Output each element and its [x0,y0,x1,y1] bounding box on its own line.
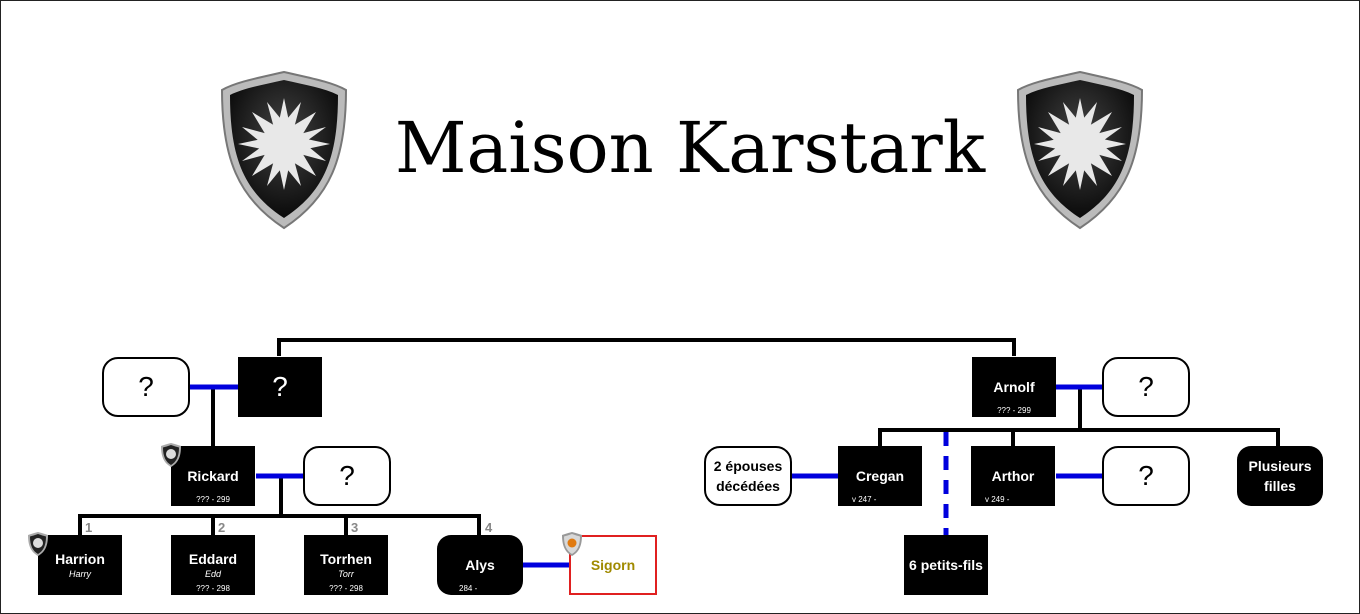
eddard-box[interactable]: Eddard Edd ??? - 298 [171,535,255,595]
alys-box[interactable]: Alys 284 - [437,535,523,595]
grandsons-box[interactable]: 6 petits-fils [904,535,988,595]
person-dates: ??? - 298 [196,584,230,593]
arnolf-box[interactable]: Arnolf ??? - 299 [972,357,1056,417]
sigorn-box[interactable]: Sigorn [569,535,657,595]
arthor-spouse-box[interactable]: ? [1102,446,1190,506]
cregan-wives-box[interactable]: 2 épouses décédées [704,446,792,506]
arnolf-spouse-box[interactable]: ? [1102,357,1190,417]
person-nickname: Edd [204,569,221,579]
person-name: Arnolf [993,379,1035,395]
person-name: Alys [465,557,495,573]
founder-spouse-box[interactable]: ? [102,357,190,417]
birth-order-label: 1 [85,520,93,535]
person-dates: v 249 - [985,495,1010,504]
rickard-box[interactable]: Rickard ??? - 299 [171,446,255,506]
arthor-box[interactable]: Arthor v 249 - [971,446,1055,506]
person-name: 6 petits-fils [909,557,983,573]
wives-line-2: décédées [716,478,780,494]
karstark-sunburst-shield-icon [28,532,48,556]
line-founders-arnolf [277,338,1016,356]
person-dates: ??? - 299 [997,406,1031,415]
page-title: Maison Karstark [394,107,986,189]
person-name: ? [1138,371,1154,402]
harrion-box[interactable]: Harrion Harry [38,535,122,595]
karstark-sunburst-shield-icon [220,70,348,230]
karstark-sunburst-shield-icon [161,443,181,467]
person-name: Torrhen [320,551,372,567]
person-name: Arthor [991,468,1035,484]
person-dates: 284 - [459,584,478,593]
person-name: Sigorn [590,557,636,573]
person-name: Cregan [855,468,905,484]
person-nickname: Torr [338,569,354,579]
cregan-box[interactable]: Cregan v 247 - [838,446,922,506]
daughters-line-1: Plusieurs [1248,458,1312,474]
person-name: Harrion [55,551,105,567]
birth-order-label: 4 [485,520,493,535]
person-name: ? [339,460,355,491]
thenn-shield-icon [562,532,582,556]
karstark-sunburst-shield-icon [1016,70,1144,230]
person-dates: v 247 - [852,495,877,504]
wives-line-1: 2 épouses [713,458,783,474]
person-dates: ??? - 299 [196,495,230,504]
person-dates: ??? - 298 [329,584,363,593]
founder-box[interactable]: ? [238,357,322,417]
person-name: ? [138,371,154,402]
person-name: Rickard [187,468,239,484]
birth-order-label: 3 [351,520,359,535]
person-nickname: Harry [69,569,91,579]
torrhen-box[interactable]: Torrhen Torr ??? - 298 [304,535,388,595]
daughters-line-2: filles [1264,478,1296,494]
person-name: Eddard [188,551,238,567]
birth-order-label: 2 [218,520,226,535]
person-name: ? [272,371,288,402]
rickard-spouse-box[interactable]: ? [303,446,391,506]
person-name: ? [1138,460,1154,491]
daughters-box[interactable]: Plusieurs filles [1237,446,1323,506]
